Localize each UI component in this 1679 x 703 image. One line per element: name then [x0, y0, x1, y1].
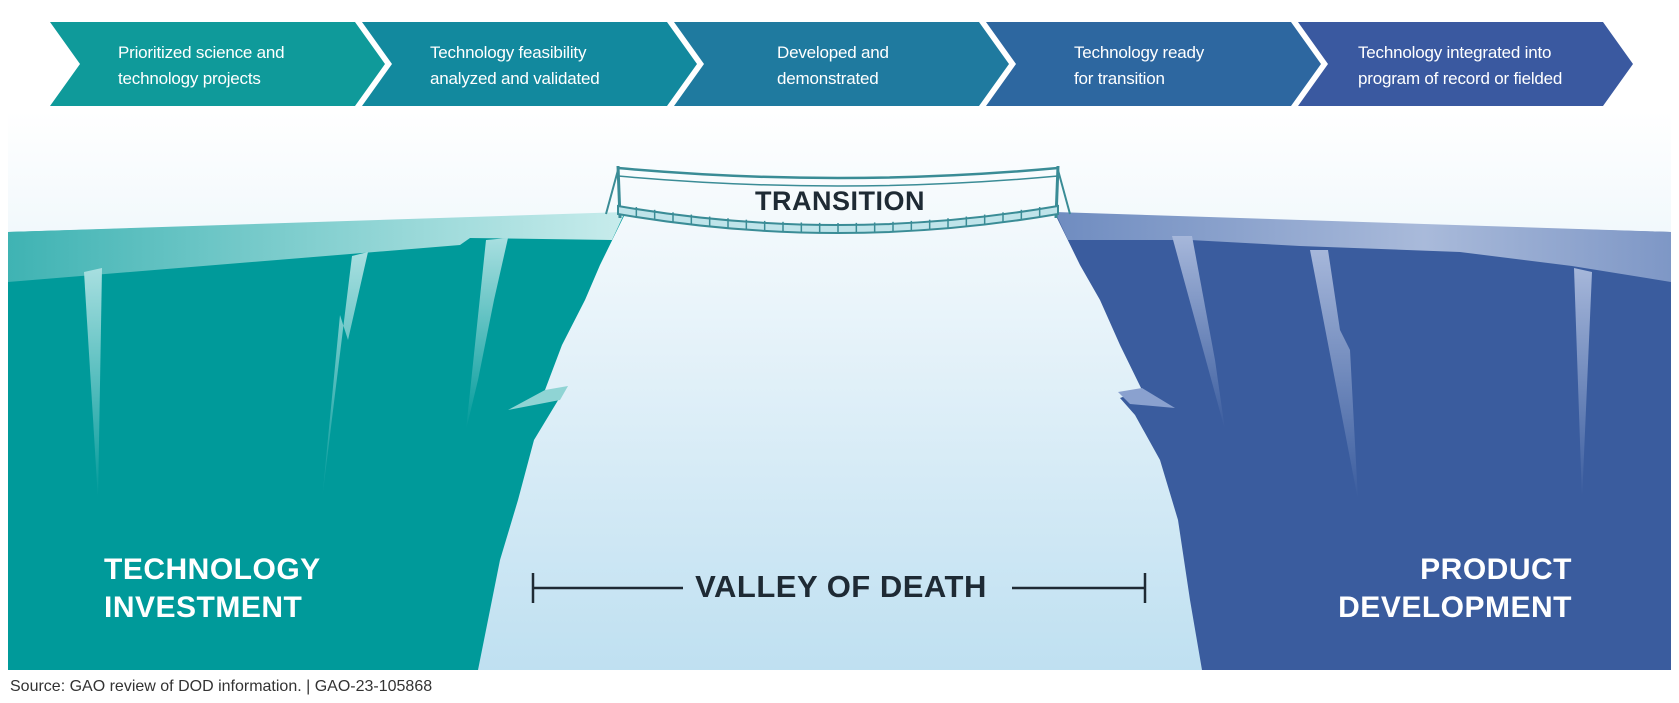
left-cliff-ledge: [508, 386, 568, 410]
bridge-stay: [1057, 169, 1071, 215]
step-chevron-3: [674, 22, 1009, 106]
right-cliff-top: [1055, 212, 1671, 282]
right-cliff-crack: [1574, 268, 1592, 500]
left-cliff-top: [8, 212, 625, 282]
bridge-stay: [605, 169, 619, 215]
valley-label: VALLEY OF DEATH: [695, 569, 987, 604]
right-cliff-ledge: [1118, 388, 1175, 408]
step-label-5: Technology integrated into program of re…: [1358, 43, 1563, 88]
step-chevron-5: [1298, 22, 1633, 106]
left-cliff-crack: [84, 268, 102, 500]
right-cliff-label: PRODUCT DEVELOPMENT: [1338, 553, 1572, 624]
left-cliff: [8, 212, 625, 670]
source-note: Source: GAO review of DOD information. |…: [10, 678, 433, 695]
bridge-cable: [617, 175, 1059, 187]
step-label-3: Developed and demonstrated: [777, 43, 889, 88]
left-cliff-body: [8, 214, 625, 670]
step-chevron-1: [50, 22, 385, 106]
right-cliff-crack: [1172, 236, 1225, 430]
right-cliff: [1055, 212, 1671, 670]
step-label-2: Technology feasibility analyzed and vali…: [430, 43, 600, 88]
bridge-label: TRANSITION: [755, 186, 925, 216]
left-cliff-crack: [466, 238, 508, 430]
step-chevron-4: [986, 22, 1321, 106]
bridge-cable: [617, 166, 1059, 180]
valley-span-bracket: [531, 573, 1147, 603]
step-label-1: Prioritized science and technology proje…: [118, 43, 285, 88]
left-cliff-label: TECHNOLOGY INVESTMENT: [104, 553, 321, 624]
step-label-4: Technology ready for transition: [1074, 43, 1205, 88]
bridge: [605, 165, 1071, 234]
step-chevron-2: [362, 22, 697, 106]
process-steps: [50, 22, 1633, 106]
bridge-planks: [635, 207, 1041, 233]
right-cliff-crack: [1310, 250, 1358, 500]
